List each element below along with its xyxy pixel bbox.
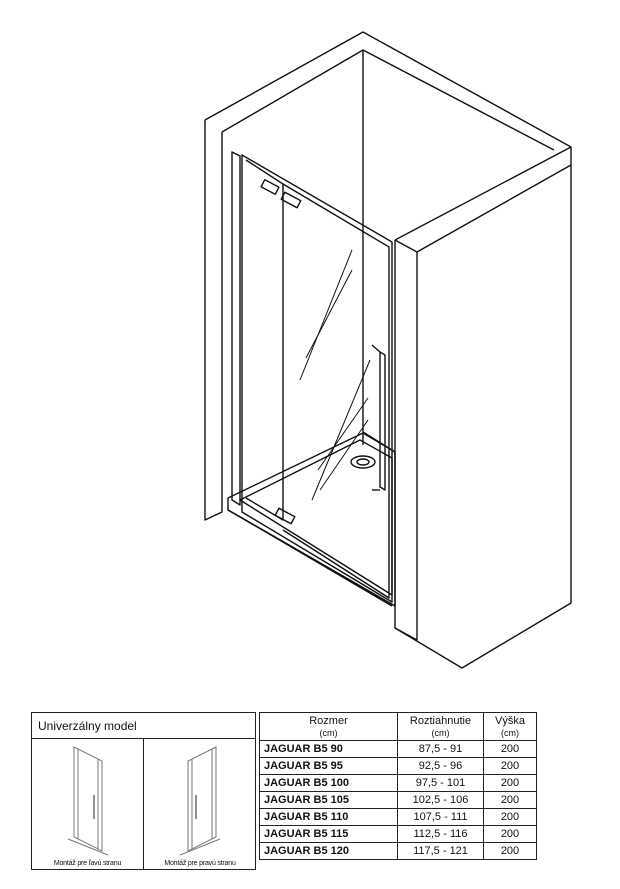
header-size: Rozmer (cm) xyxy=(259,712,398,741)
left-mount-thumbnail: Montáž pre ľavú stranu xyxy=(32,739,144,869)
cell-height: 200 xyxy=(483,791,537,809)
size-table: Rozmer (cm) Roztiahnutie (cm) Výška (cm)… xyxy=(259,712,537,860)
cell-height: 200 xyxy=(483,825,537,843)
hinge-bottom xyxy=(274,507,296,525)
cell-model: JAGUAR B5 110 xyxy=(259,808,398,826)
cell-range: 97,5 - 101 xyxy=(397,774,484,792)
niche-inner xyxy=(221,49,555,151)
cell-range: 117,5 - 121 xyxy=(397,842,484,860)
right-wall-block xyxy=(394,146,572,641)
table-header-row: Rozmer (cm) Roztiahnutie (cm) Výška (cm) xyxy=(259,712,537,741)
glass-reflection xyxy=(299,249,353,381)
cell-range: 107,5 - 111 xyxy=(397,808,484,826)
left-mount-caption: Montáž pre ľavú stranu xyxy=(53,860,122,867)
table-row: JAGUAR B5 120 117,5 - 121 200 xyxy=(259,842,537,860)
door-bottom-seal xyxy=(241,517,393,607)
right-mount-caption: Montáž pre pravú stranu xyxy=(164,860,236,867)
table-row: JAGUAR B5 110 107,5 - 111 200 xyxy=(259,808,537,826)
table-row: JAGUAR B5 100 97,5 - 101 200 xyxy=(259,774,537,792)
table-row: JAGUAR B5 105 102,5 - 106 200 xyxy=(259,791,537,809)
right-mount-door-icon xyxy=(179,746,221,856)
table-row: JAGUAR B5 90 87,5 - 91 200 xyxy=(259,740,537,758)
niche-outline xyxy=(204,31,572,669)
hinge-top xyxy=(260,179,280,195)
header-extension: Roztiahnutie (cm) xyxy=(397,712,484,741)
right-mount-thumbnail: Montáž pre pravú stranu xyxy=(144,739,256,869)
door-leaf xyxy=(241,154,393,603)
cell-model: JAGUAR B5 100 xyxy=(259,774,398,792)
cell-range: 102,5 - 106 xyxy=(397,791,484,809)
shower-door-illustration xyxy=(204,31,572,669)
cell-height: 200 xyxy=(483,740,537,758)
cell-range: 92,5 - 96 xyxy=(397,757,484,775)
table-row: JAGUAR B5 95 92,5 - 96 200 xyxy=(259,757,537,775)
table-row: JAGUAR B5 115 112,5 - 116 200 xyxy=(259,825,537,843)
cell-model: JAGUAR B5 105 xyxy=(259,791,398,809)
cell-range: 87,5 - 91 xyxy=(397,740,484,758)
cell-height: 200 xyxy=(483,757,537,775)
cell-height: 200 xyxy=(483,842,537,860)
door-handle xyxy=(379,351,386,491)
shower-tray xyxy=(227,432,396,607)
header-height: Výška (cm) xyxy=(483,712,537,741)
cell-model: JAGUAR B5 115 xyxy=(259,825,398,843)
cell-range: 112,5 - 116 xyxy=(397,825,484,843)
tray-drain xyxy=(350,455,376,469)
hinge-top-2 xyxy=(280,191,302,209)
cell-model: JAGUAR B5 120 xyxy=(259,842,398,860)
cell-model: JAGUAR B5 95 xyxy=(259,757,398,775)
fixed-panel xyxy=(231,151,241,506)
cell-height: 200 xyxy=(483,808,537,826)
left-mount-door-icon xyxy=(67,746,109,856)
left-wall-front xyxy=(204,120,223,521)
universal-model-panel: Univerzálny model Montáž pre ľavú stranu… xyxy=(31,712,256,870)
panel-title: Univerzálny model xyxy=(32,713,255,739)
cell-height: 200 xyxy=(483,774,537,792)
cell-model: JAGUAR B5 90 xyxy=(259,740,398,758)
